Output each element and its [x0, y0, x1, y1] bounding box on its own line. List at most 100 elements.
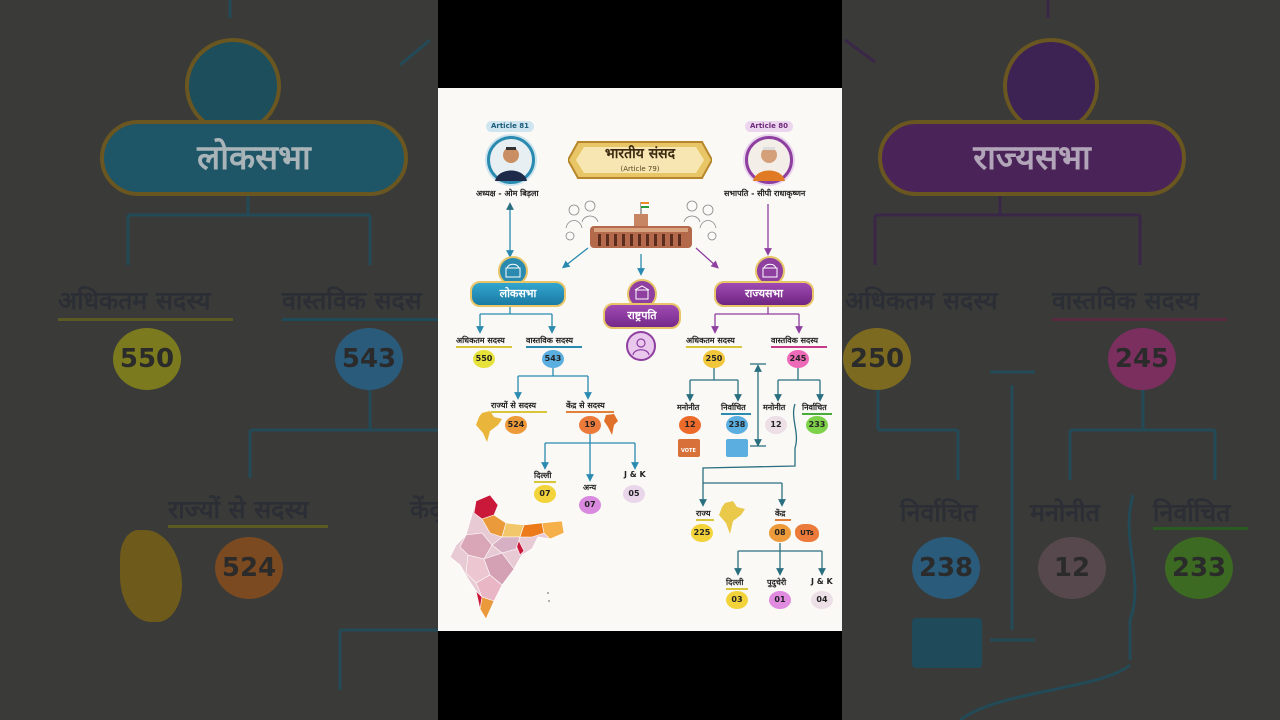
india-map-icon — [476, 411, 502, 442]
underline — [726, 588, 748, 590]
raj-state-label: राज्य — [696, 509, 711, 518]
underline — [771, 346, 827, 348]
president-title: राष्ट्रपति — [603, 303, 681, 329]
bg-underline — [1153, 527, 1248, 530]
underline — [491, 411, 547, 413]
uts-badge: UTs — [795, 524, 819, 542]
underline — [696, 519, 714, 521]
bg-233: 233 — [1165, 537, 1233, 599]
lok-actual-value: 543 — [542, 350, 564, 368]
bg-lok-title: लोकसभा — [100, 120, 408, 196]
raj-centre-value: 08 — [769, 524, 791, 542]
underline — [802, 413, 832, 415]
bg-underline — [168, 525, 328, 528]
vote-box-icon: VOTE — [678, 439, 700, 457]
underline — [534, 481, 556, 483]
underline — [566, 411, 614, 413]
bg-states: राज्यों से सदस्य — [168, 495, 309, 524]
chairman-name: सभापति - सीपी राधाकृष्णन — [724, 189, 806, 198]
connector-lines — [476, 202, 826, 576]
lok-actual-label: वास्तविक सदस्य — [526, 336, 574, 345]
bg-underline — [1052, 318, 1227, 321]
vote-tag: VOTE — [681, 448, 696, 454]
lok-delhi-value: 07 — [534, 485, 556, 503]
bg-elected-2: निर्वाचित — [1153, 498, 1231, 527]
raj-nominated-actual: 12 — [765, 416, 787, 434]
underline — [456, 346, 512, 348]
bg-kendra: केंद् — [410, 495, 443, 524]
president-person-icon — [626, 331, 656, 361]
person-icon — [753, 147, 785, 181]
bg-raj-title: राज्यसभा — [878, 120, 1186, 196]
raj-elected-label-1: निर्वाचित — [721, 403, 746, 412]
bg-actual-left: वास्तविक सदस — [282, 286, 422, 315]
lok-centre-label: केंद्र से सदस्य — [566, 401, 605, 410]
ut-map-icon — [604, 414, 618, 435]
bg-524: 524 — [215, 537, 283, 599]
bg-543: 543 — [335, 328, 403, 390]
speaker-name: अध्यक्ष - ओम बिड़ला — [476, 189, 539, 198]
bg-550: 550 — [113, 328, 181, 390]
raj-state-value: 225 — [691, 524, 713, 542]
underline — [721, 413, 751, 415]
lok-states-value: 524 — [505, 416, 527, 434]
raj-delhi-label: दिल्ली — [726, 578, 744, 587]
bg-245: 245 — [1108, 328, 1176, 390]
ballot-box-icon — [726, 439, 748, 457]
top-letterbox — [438, 0, 842, 88]
lok-jk-value: 05 — [623, 485, 645, 503]
india-map-icon — [719, 501, 745, 534]
raj-actual-label: वास्तविक सदस्य — [771, 336, 819, 345]
raj-nominated-label-1: मनोनीत — [677, 403, 700, 412]
bg-lok-emblem-icon — [185, 38, 281, 134]
page-title: भारतीय संसद — [604, 146, 676, 162]
india-states-map — [449, 494, 565, 620]
infographic-panel: भारतीय संसद (Article 79) Article 81 अध्य… — [438, 88, 842, 631]
lok-max-label: अधिकतम सदस्य — [456, 336, 505, 345]
title-article: (Article 79) — [620, 165, 660, 173]
chairman-avatar — [745, 136, 793, 184]
raj-centre-label: केंद्र — [775, 509, 786, 518]
raj-nominated-max: 12 — [679, 416, 701, 434]
bg-underline — [282, 318, 442, 321]
parliament-building-icon — [565, 200, 717, 248]
bg-actual-right: वास्तविक सदस्य — [1052, 286, 1200, 315]
raj-elected-actual: 233 — [806, 416, 828, 434]
raj-actual-value: 245 — [787, 350, 809, 368]
lok-delhi-label: दिल्ली — [534, 471, 552, 480]
raj-max-value: 250 — [703, 350, 725, 368]
raj-delhi-value: 03 — [726, 591, 748, 609]
lok-jk-label: J & K — [624, 470, 646, 479]
lok-sabha-title: लोकसभा — [470, 281, 566, 307]
bg-ballot-box-icon — [912, 618, 982, 668]
bg-250: 250 — [843, 328, 911, 390]
bg-max-right: अधिकतम सदस्य — [845, 286, 998, 315]
raj-puducherry-value: 01 — [769, 591, 791, 609]
rajya-sabha-title: राज्यसभा — [714, 281, 814, 307]
speaker-avatar — [487, 136, 535, 184]
bg-raj-emblem-icon — [1003, 38, 1099, 134]
person-icon — [495, 147, 527, 181]
bottom-letterbox — [438, 631, 842, 720]
raj-max-label: अधिकतम सदस्य — [686, 336, 735, 345]
raj-elected-max: 238 — [726, 416, 748, 434]
bg-nominated: मनोनीत — [1030, 498, 1100, 527]
underline — [775, 519, 791, 521]
lok-other-value: 07 — [579, 496, 601, 514]
bg-12: 12 — [1038, 537, 1106, 599]
raj-jk-value: 04 — [811, 591, 833, 609]
raj-puducherry-label: पुदुचेरी — [767, 578, 787, 587]
underline — [686, 346, 742, 348]
raj-article-badge: Article 80 — [745, 121, 793, 132]
bg-underline — [58, 318, 233, 321]
raj-elected-label-2: निर्वाचित — [802, 403, 827, 412]
lok-other-label: अन्य — [583, 483, 597, 492]
title-banner — [568, 141, 712, 179]
bg-238: 238 — [912, 537, 980, 599]
underline — [526, 346, 582, 348]
bg-elected-1: निर्वाचित — [900, 498, 978, 527]
lok-states-label: राज्यों से सदस्य — [491, 401, 537, 410]
bg-max-left: अधिकतम सदस्य — [58, 286, 211, 315]
raj-jk-label: J & K — [811, 577, 833, 586]
